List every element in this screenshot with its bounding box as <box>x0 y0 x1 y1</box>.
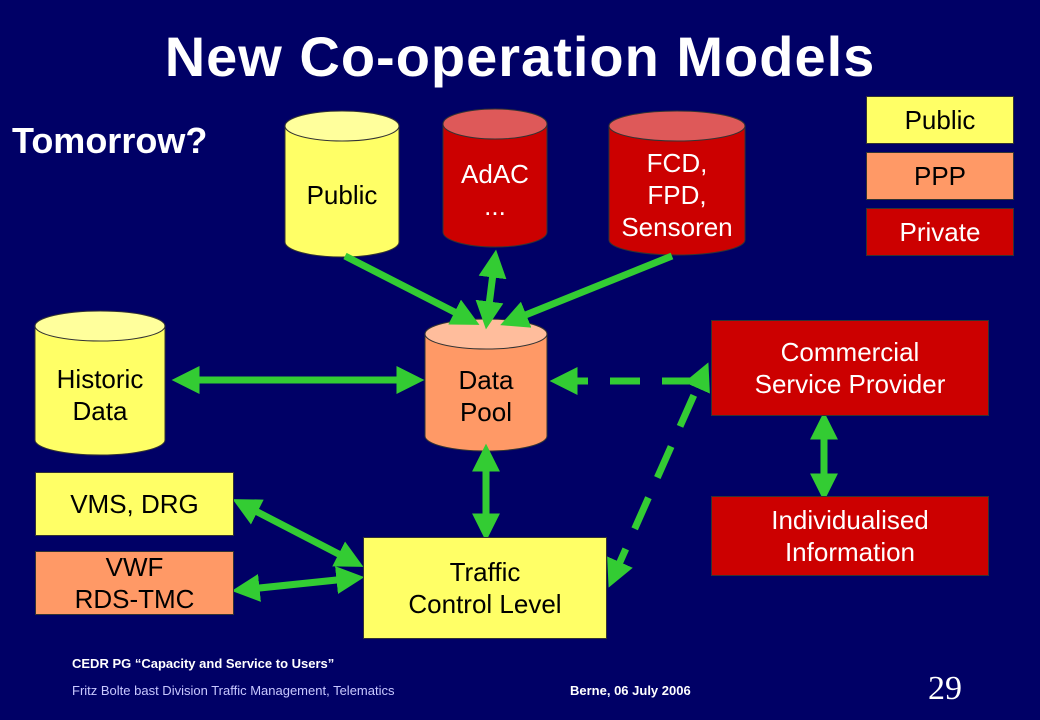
public-database-label: Public <box>306 180 378 210</box>
footer-author: Fritz Bolte bast Division Traffic Manage… <box>72 683 395 698</box>
public-database-cylinder <box>284 110 400 258</box>
adac-database-label: AdAC ... <box>461 159 529 221</box>
page-number: 29 <box>928 670 962 707</box>
historic-data-label: Historic Data <box>56 364 144 426</box>
vms-drg-box: VMS, DRG <box>35 472 234 536</box>
footer-venue-date: Berne, 06 July 2006 <box>570 683 691 698</box>
slide-title: New Co-operation Models <box>164 25 876 88</box>
connector-adac-pool <box>475 249 507 330</box>
commercial-service-provider-box: Commercial Service Provider <box>711 320 989 416</box>
legend-public: Public <box>866 96 1014 144</box>
connector-public-to-pool <box>343 252 480 325</box>
connector-traffic-commercial-dashed <box>607 362 710 588</box>
connector-fcd-to-pool <box>500 252 674 328</box>
fcd-sensor-database-label: FCD, FPD, Sensoren <box>621 148 733 242</box>
adac-database-cylinder <box>442 108 548 248</box>
traffic-control-level-box: Traffic Control Level <box>363 537 607 639</box>
data-pool-label: Data Pool <box>458 365 514 427</box>
individualised-information-box: Individualised Information <box>711 496 989 576</box>
fcd-sensor-database-cylinder <box>608 110 746 256</box>
legend-private: Private <box>866 208 1014 256</box>
slide-subtitle: Tomorrow? <box>12 120 208 161</box>
connector-vms-traffic <box>232 499 364 567</box>
connector-vwf-traffic <box>231 566 365 602</box>
legend-ppp: PPP <box>866 152 1014 200</box>
historic-data-cylinder <box>34 310 166 456</box>
footer-project: CEDR PG “Capacity and Service to Users” <box>72 656 335 671</box>
vwf-rds-tmc-box: VWF RDS-TMC <box>35 551 234 615</box>
